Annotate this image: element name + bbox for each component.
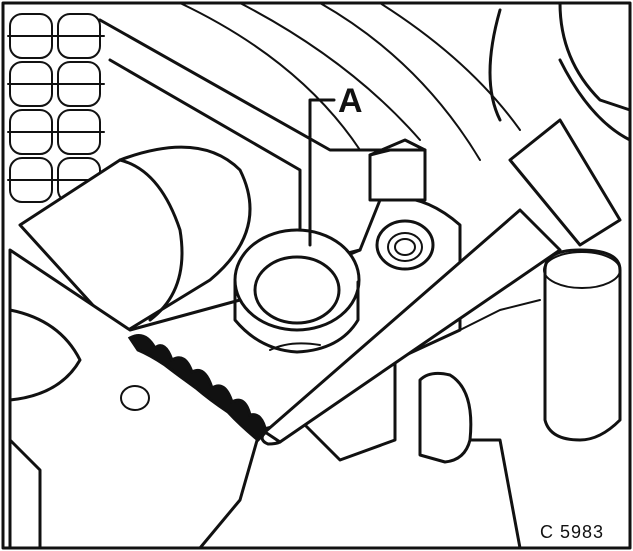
callout-label-a: A — [338, 82, 363, 120]
figure-code: C 5983 — [540, 522, 604, 542]
lower-left-features — [8, 308, 321, 550]
probe-tool[interactable] — [260, 118, 622, 446]
sealant-bead — [127, 334, 268, 443]
threaded-hole — [375, 219, 435, 271]
right-mechanism — [418, 1, 632, 550]
bushing-bore — [233, 228, 361, 354]
stud — [368, 138, 427, 202]
callout-leader-a — [308, 98, 336, 247]
housing-background — [98, 2, 521, 232]
cylinder-roller — [18, 145, 252, 337]
